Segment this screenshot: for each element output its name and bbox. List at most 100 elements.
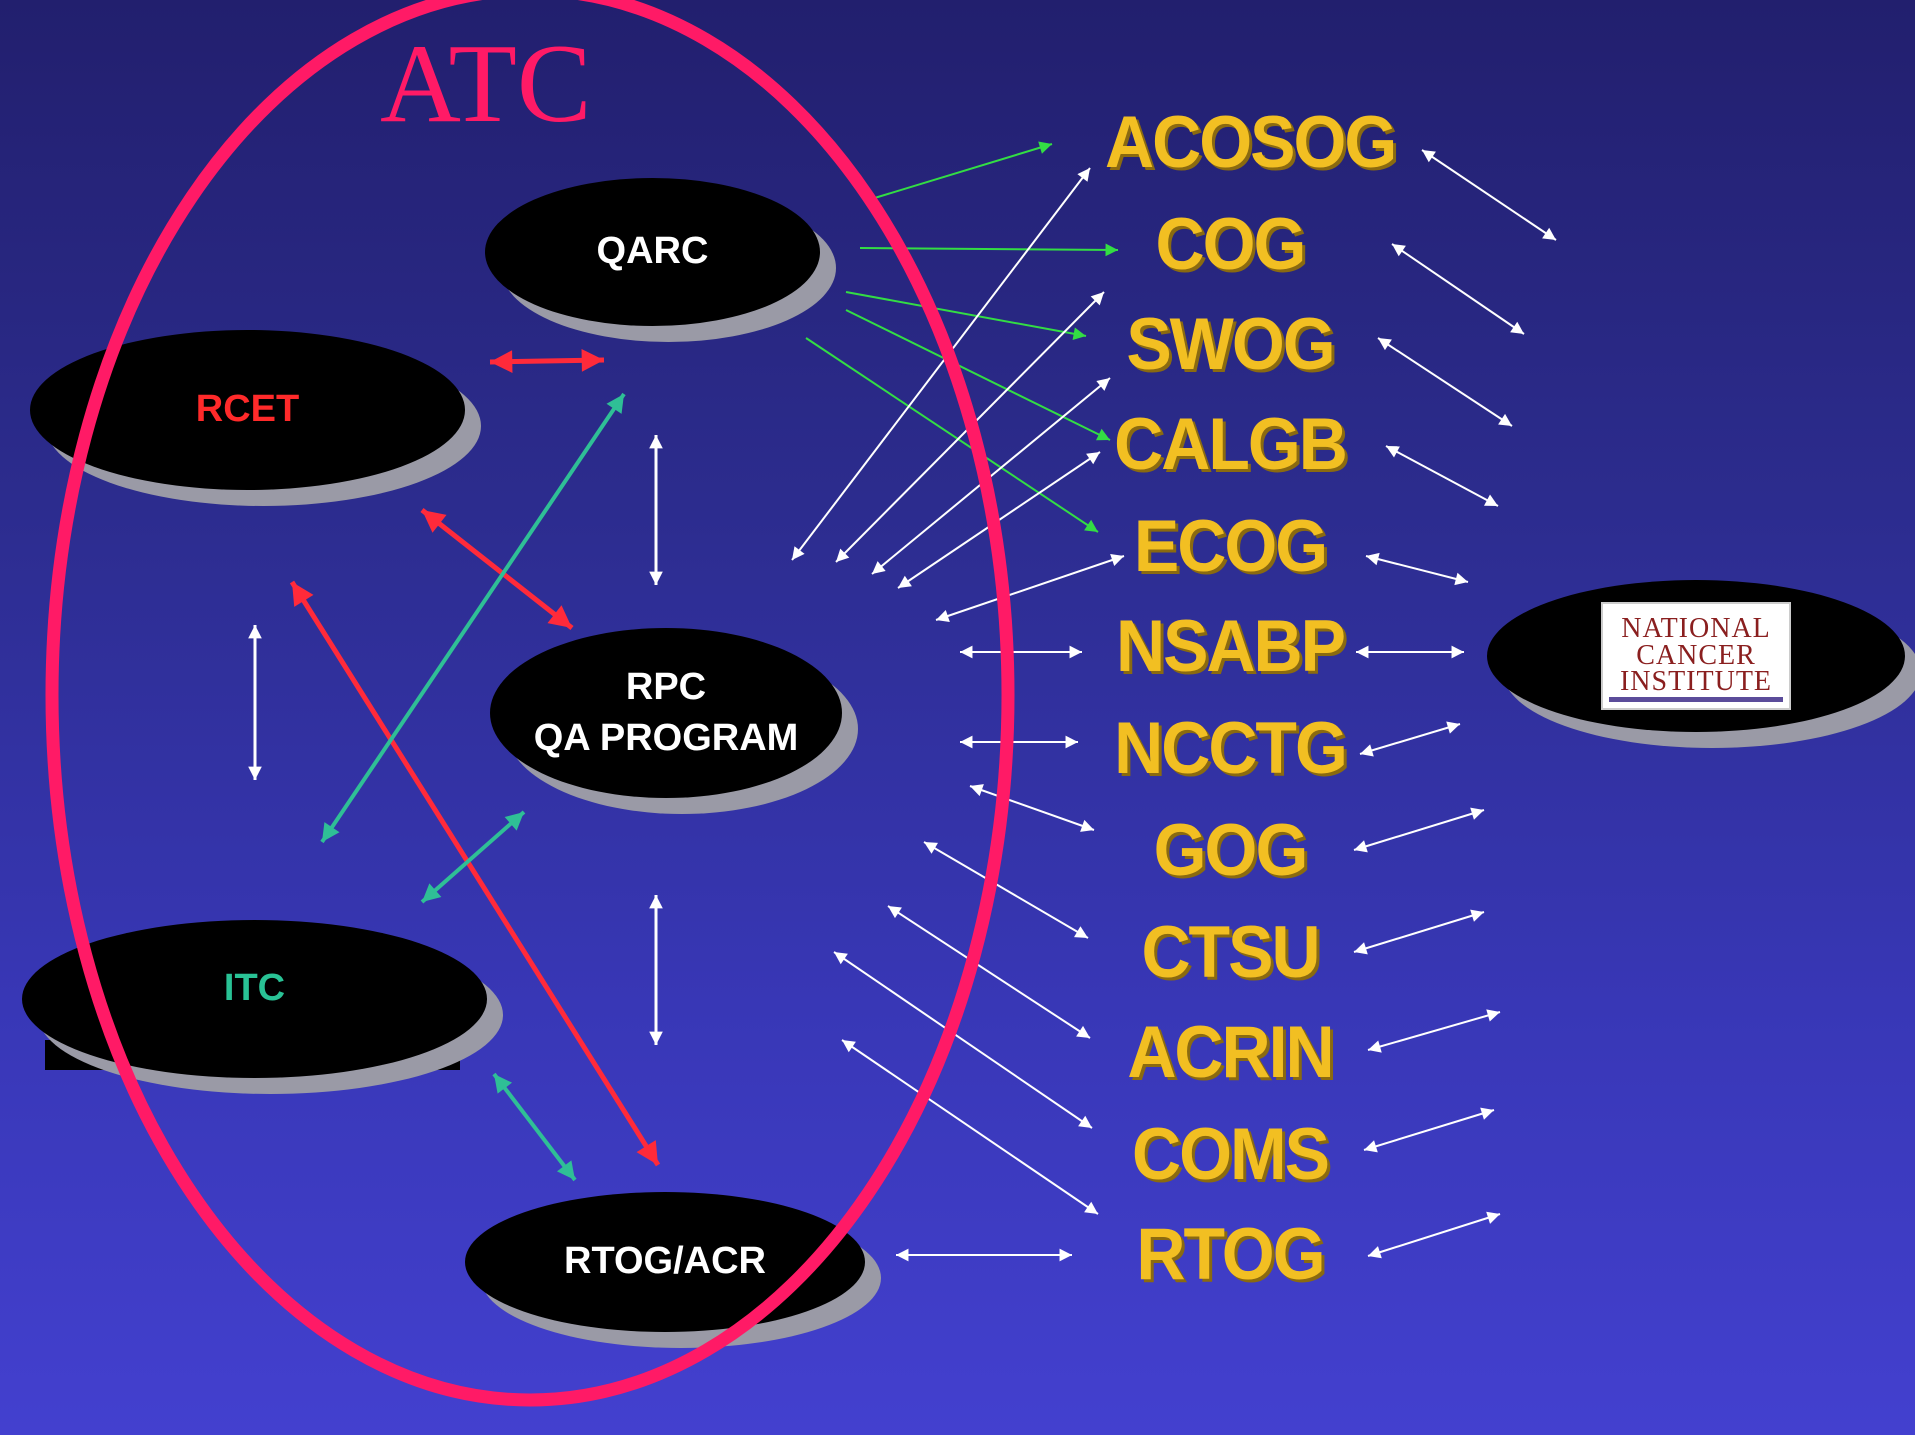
- group-label-acrin: ACRIN: [1127, 1010, 1334, 1094]
- cog-nci-arrow-head-end: [1510, 321, 1524, 334]
- rtog-group-rtog-arrow: [841, 1039, 1099, 1215]
- acosog-rpc-arrow: [791, 167, 1091, 561]
- cog-rpc-arrow-head-end: [836, 548, 850, 562]
- ncctg-rpc-arrow-head-end: [1065, 735, 1078, 749]
- gog-rpc-arrow-head-end: [1080, 819, 1094, 832]
- ecog-nci-arrow: [1365, 555, 1469, 583]
- nci-logo-line2: CANCER: [1636, 639, 1756, 671]
- group-label-ctsu: CTSU: [1141, 910, 1320, 994]
- acrin-nci-arrow-head-end: [1486, 1009, 1500, 1022]
- calgb-rpc-arrow-head-end: [898, 575, 912, 588]
- group-label-swog: SWOG: [1126, 302, 1335, 386]
- nsabp-rpc-arrow-head-end: [1069, 645, 1082, 659]
- nci-logo-icon: NATIONAL CANCER INSTITUTE: [1601, 602, 1791, 710]
- rcet-qarc-arrow: [489, 357, 605, 365]
- rtog-nci-arrow-head-end: [1486, 1211, 1500, 1224]
- swog-rpc-arrow: [871, 377, 1111, 575]
- cog-rpc-arrow: [835, 291, 1105, 563]
- qarc-ecog-arrow-head-end: [1084, 519, 1098, 532]
- itc-label: ITC: [223, 967, 286, 1010]
- gog-rpc-arrow-head-start: [970, 784, 984, 797]
- coms-rtog-arrow: [833, 951, 1093, 1129]
- rpc-label-line2: QA PROGRAM: [533, 717, 799, 759]
- qarc-ecog-arrow: [805, 337, 1099, 533]
- itc-rtog-arrow-head-end: [556, 1160, 575, 1180]
- itc-rtog-arrow-head-start: [494, 1074, 513, 1094]
- ctsu-rtog-arrow-head-end: [1074, 926, 1088, 938]
- gog-nci-arrow: [1353, 809, 1485, 851]
- rtog-group-rtog-arrow-head-start: [842, 1040, 856, 1053]
- coms-nci-arrow-head-end: [1480, 1107, 1494, 1120]
- rcet-rtog-arrow-head-end: [636, 1140, 658, 1165]
- nsabp-nci-arrow-head-end: [1451, 645, 1464, 659]
- group-label-ecog: ECOG: [1133, 504, 1328, 588]
- acosog-nci-arrow-head-start: [1422, 150, 1436, 163]
- swog-nci-arrow: [1377, 337, 1513, 427]
- qarc-itc-arrow-head-end: [322, 822, 340, 842]
- calgb-rpc-arrow: [897, 451, 1101, 589]
- rcet-itc-arrow-head-start: [248, 625, 262, 639]
- rpc-itc-arrow-head-end: [422, 883, 442, 902]
- rpc-itc-arrow-head-start: [504, 812, 524, 831]
- coms-rtog-arrow-head-end: [1078, 1115, 1092, 1128]
- acrin-rtog-arrow: [887, 905, 1091, 1039]
- ctsu-rtog-arrow-head-start: [924, 842, 938, 854]
- nci-logo-stripe: [1609, 697, 1783, 702]
- qarc-acosog-arrow-head-end: [1038, 141, 1052, 154]
- acosog-nci-arrow: [1421, 149, 1557, 241]
- group-label-coms: COMS: [1132, 1112, 1330, 1196]
- coms-rtog-arrow-head-start: [834, 952, 848, 965]
- acrin-rtog-arrow-head-start: [888, 906, 902, 919]
- acrin-nci-arrow: [1367, 1011, 1501, 1051]
- calgb-nci-arrow-head-end: [1484, 494, 1498, 506]
- ncctg-nci-arrow-head-end: [1446, 721, 1460, 734]
- qarc-itc-arrow-head-start: [606, 394, 624, 414]
- ncctg-rpc-arrow-head-start: [960, 735, 973, 749]
- qarc-acosog-arrow: [867, 143, 1053, 201]
- rtog-acr-label: RTOG/ACR: [564, 1240, 766, 1283]
- swog-nci-arrow-head-end: [1498, 413, 1512, 426]
- rpc-qa-program-node: RPC QA PROGRAM: [490, 628, 842, 798]
- qarc-calgb-arrow: [845, 309, 1111, 441]
- ctsu-nci-arrow: [1353, 911, 1485, 953]
- qarc-swog-arrow-head-end: [1072, 327, 1086, 341]
- calgb-rpc-arrow-head-start: [1086, 452, 1100, 465]
- gog-rpc-arrow: [969, 785, 1095, 831]
- rpc-itc-arrow: [420, 810, 526, 904]
- ecog-rpc-arrow: [935, 555, 1125, 621]
- atc-title: ATC: [380, 22, 592, 146]
- rtog-acr-rtog-arrow-head-end: [1059, 1248, 1072, 1262]
- group-label-acosog: ACOSOG: [1105, 100, 1397, 184]
- nci-node: NATIONAL CANCER INSTITUTE: [1487, 580, 1905, 732]
- ctsu-nci-arrow-head-start: [1354, 942, 1368, 955]
- cog-nci-arrow-head-start: [1392, 244, 1406, 257]
- rcet-qarc-arrow-head-start: [490, 350, 513, 373]
- rcet-rpc-arrow: [420, 508, 574, 630]
- acosog-rpc-arrow-head-end: [792, 546, 805, 560]
- ncctg-nci-arrow: [1359, 723, 1461, 755]
- ctsu-nci-arrow-head-end: [1470, 909, 1484, 922]
- rpc-label-line1: RPC: [625, 665, 707, 708]
- group-label-ncctg: NCCTG: [1114, 706, 1348, 790]
- rtog-group-rtog-arrow-head-end: [1084, 1201, 1098, 1214]
- swog-rpc-arrow-head-end: [872, 561, 886, 574]
- rtog-acr-node: RTOG/ACR: [465, 1192, 865, 1332]
- rtog-acr-rtog-arrow-head-start: [896, 1248, 909, 1262]
- calgb-nci-arrow: [1385, 445, 1499, 507]
- coms-nci-arrow-head-start: [1364, 1140, 1378, 1153]
- group-label-nsabp: NSABP: [1115, 604, 1346, 688]
- ecog-nci-arrow-head-end: [1454, 572, 1468, 586]
- rcet-itc-arrow-head-end: [248, 766, 262, 780]
- rcet-rpc-arrow-head-start: [422, 510, 447, 533]
- nsabp-nci-arrow-head-start: [1356, 645, 1369, 659]
- group-label-cog: COG: [1155, 202, 1307, 286]
- acosog-nci-arrow-head-end: [1542, 227, 1556, 240]
- itc-node: ITC: [22, 920, 487, 1078]
- qarc-label: QARC: [596, 230, 709, 273]
- cog-rpc-arrow-head-start: [1090, 292, 1104, 306]
- rtog-nci-arrow-head-start: [1368, 1246, 1382, 1259]
- qarc-rpc-arrow-head-end: [649, 571, 663, 585]
- group-label-rtog: RTOG: [1136, 1212, 1325, 1296]
- qarc-swog-arrow: [845, 291, 1087, 337]
- nsabp-rpc-arrow-head-start: [960, 645, 973, 659]
